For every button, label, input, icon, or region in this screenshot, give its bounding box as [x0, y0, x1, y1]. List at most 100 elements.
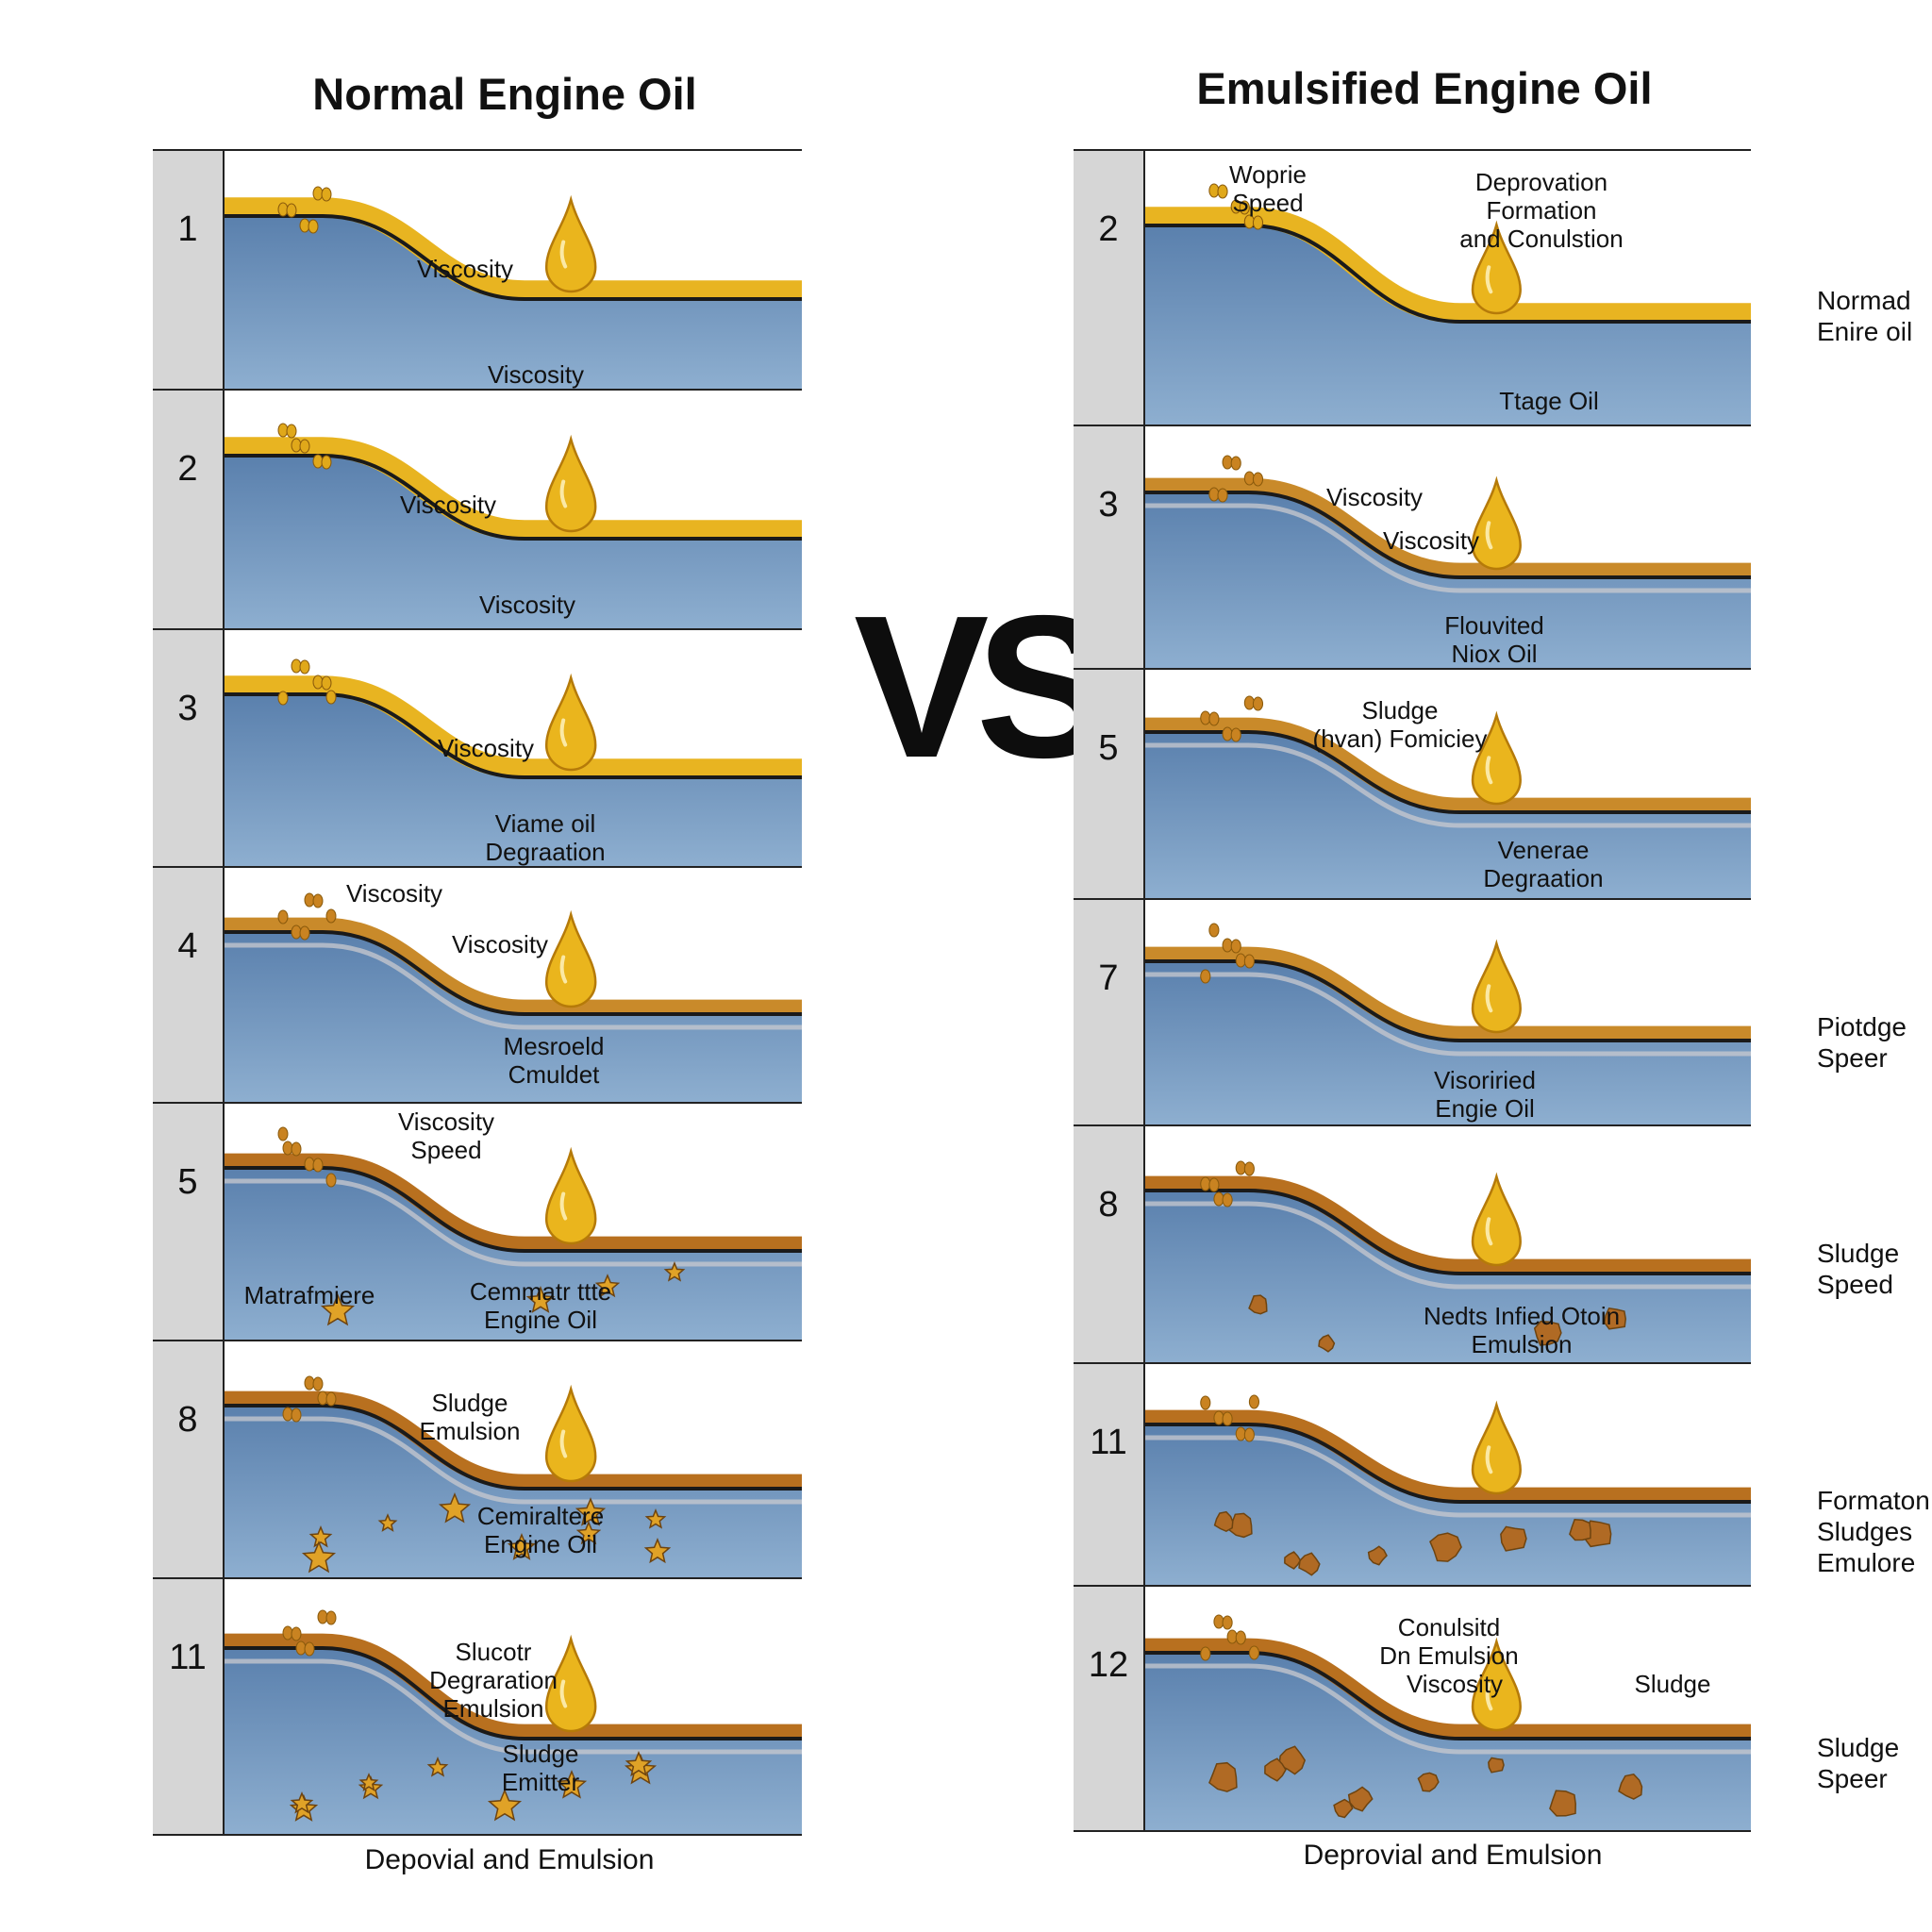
oil-droplet — [304, 1375, 315, 1391]
step-number: 11 — [169, 1638, 207, 1677]
oil-droplet — [1230, 456, 1241, 471]
sludge-particle — [575, 1521, 602, 1545]
surface-line — [1145, 1423, 1751, 1504]
emulsion-streak — [1145, 1201, 1751, 1290]
oil-droplet — [291, 658, 302, 674]
oil-droplet — [1208, 1177, 1220, 1192]
oil-droplet — [277, 909, 289, 924]
sludge-particle — [1569, 1519, 1591, 1541]
step-number: 12 — [1088, 1645, 1129, 1685]
oil-droplet — [325, 1610, 337, 1625]
emulsion-streak — [225, 1416, 802, 1505]
oil-film — [1145, 477, 1751, 579]
surface-line — [225, 214, 802, 301]
step-number-cell: 11 — [153, 1579, 225, 1836]
oil-droplet — [299, 218, 310, 233]
scene-label: Viscosity — [1325, 483, 1424, 511]
oil-droplet — [291, 1626, 302, 1641]
oil-drop-icon — [544, 1146, 597, 1245]
oil-film — [1145, 207, 1751, 324]
sludge-particle — [438, 1492, 472, 1524]
drop-highlight — [559, 1679, 568, 1708]
oil-scene-graphic — [225, 186, 802, 391]
sludge-particle — [1429, 1532, 1462, 1562]
step-number: 8 — [1098, 1185, 1119, 1224]
step-number: 5 — [1098, 728, 1119, 768]
sludge-particle — [1333, 1798, 1354, 1819]
sludge-particle — [320, 1293, 356, 1326]
sludge-particle — [358, 1773, 379, 1791]
oil-droplet — [1222, 1192, 1233, 1208]
oil-droplet — [299, 925, 310, 941]
emulsion-streak — [1145, 972, 1751, 1057]
oil-drop-icon — [544, 194, 597, 293]
oil-scene-graphic — [1145, 455, 1751, 670]
step-number-cell: 2 — [153, 391, 225, 630]
oil-drop-icon — [1471, 710, 1522, 806]
oil-droplet — [277, 691, 289, 706]
sludge-particle — [377, 1513, 398, 1532]
step-number-cell: 5 — [1074, 670, 1145, 900]
oil-droplet — [1200, 969, 1211, 984]
step-number: 3 — [1098, 485, 1119, 525]
scene-label: Viscosity — [399, 491, 497, 519]
right-footer: Deprovial and Emulsion — [1303, 1840, 1603, 1871]
oil-droplet — [1243, 695, 1255, 710]
surface-line — [225, 454, 802, 541]
scene-label: Viscosity — [487, 360, 585, 389]
oil-drop-icon — [544, 434, 597, 533]
oil-droplet — [1252, 215, 1264, 230]
oil-droplet — [295, 1641, 307, 1656]
oil-droplet — [1200, 1395, 1211, 1410]
drop-highlight — [559, 955, 568, 984]
sludge-particle — [643, 1538, 672, 1564]
scene-label: Mesroeld Cmuldet — [503, 1032, 605, 1089]
sludge-particle — [1347, 1786, 1374, 1812]
side-annotation: Sludge Speed — [1817, 1239, 1900, 1299]
sludge-particle — [1213, 1510, 1234, 1533]
step-number-cell: 5 — [153, 1104, 225, 1341]
scene-label: Sludge — [1634, 1670, 1711, 1698]
oil-droplet — [282, 1141, 293, 1156]
water-layer — [225, 216, 802, 391]
sludge-particle — [1549, 1790, 1576, 1817]
oil-droplet — [1213, 1191, 1224, 1207]
sludge-particle — [1604, 1307, 1627, 1330]
surface-line — [225, 1404, 802, 1491]
oil-droplet — [282, 1407, 293, 1422]
scene-label: Nedts Infied Otoin Emulsion — [1423, 1302, 1621, 1358]
oil-droplet — [1243, 1427, 1255, 1442]
drop-highlight — [559, 718, 568, 747]
scene-label: Viscosity — [478, 591, 576, 619]
oil-droplet — [286, 203, 297, 218]
oil-droplet — [325, 1391, 337, 1407]
sludge-particle — [426, 1757, 449, 1777]
oil-drop-icon — [544, 673, 597, 772]
oil-scene-graphic — [1145, 183, 1751, 426]
scene-label: Deprovation Formation and Conulstion — [1459, 168, 1624, 253]
scene-label: Sludge Emulsion — [419, 1389, 521, 1445]
sludge-particle — [1367, 1545, 1388, 1566]
step-number: 1 — [177, 209, 198, 249]
step-number: 3 — [177, 689, 198, 728]
drop-highlight — [559, 479, 568, 508]
water-layer — [1145, 225, 1751, 426]
sludge-particle — [1500, 1525, 1527, 1552]
oil-droplet — [1208, 923, 1220, 938]
oil-drop-icon — [1471, 1400, 1522, 1495]
oil-film — [225, 917, 802, 1016]
